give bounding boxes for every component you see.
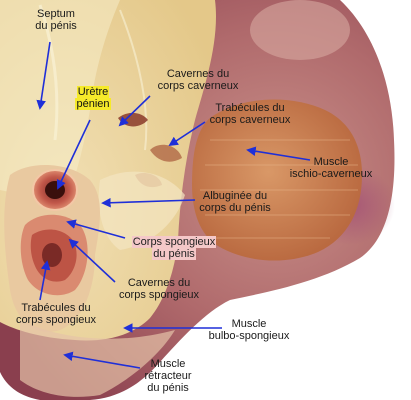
arrow-cavernes-cs bbox=[68, 238, 116, 283]
label-trabecules-cc: Trabécules du corps caverneux bbox=[209, 102, 291, 126]
label-albuginee: Albuginée du corps du pénis bbox=[199, 190, 271, 214]
figure-caption: Coupe transversale du pénis du chien bbox=[305, 362, 401, 386]
arrow-albuginee bbox=[101, 197, 196, 208]
arrow-uretre bbox=[56, 119, 91, 190]
label-corps-spongieux: Corps spongieux du pénis bbox=[131, 236, 217, 260]
label-uretre: Urètre pénien bbox=[75, 86, 111, 110]
arrow-muscle-ic bbox=[246, 146, 311, 161]
arrow-cavernes-cc bbox=[118, 95, 151, 127]
arrow-septum bbox=[36, 41, 51, 110]
arrow-muscle-retracteur bbox=[63, 351, 141, 369]
label-septum: Septum du pénis bbox=[35, 8, 77, 32]
label-trabecules-cs: Trabécules du corps spongieux bbox=[15, 302, 97, 326]
label-cavernes-cs: Cavernes du corps spongieux bbox=[118, 277, 200, 301]
label-muscle-bs: Muscle bulbo-spongieux bbox=[208, 318, 290, 342]
label-muscle-retracteur: Muscle rétracteur du pénis bbox=[144, 358, 192, 394]
arrow-corps-spongieux bbox=[66, 219, 126, 239]
label-cavernes-cc: Cavernes du corps caverneux bbox=[157, 68, 239, 92]
arrow-trabecules-cc bbox=[168, 121, 206, 147]
label-muscle-ic: Muscle ischio-caverneux bbox=[289, 156, 373, 180]
arrow-trabecules-cs bbox=[39, 260, 51, 301]
